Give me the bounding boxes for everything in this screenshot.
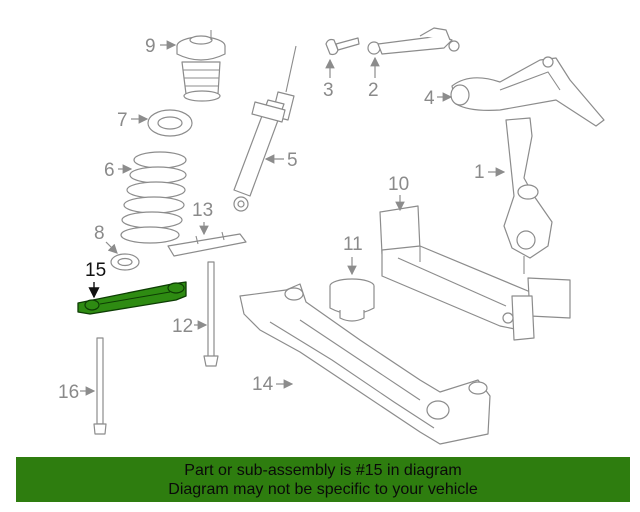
part-15-brace-highlighted: [77, 281, 187, 315]
part-2-upper-control-arm: [367, 27, 460, 55]
callout-13: 13: [192, 200, 213, 221]
callout-9: 9: [145, 36, 156, 57]
callout-5: 5: [287, 150, 298, 171]
banner-line-2: Diagram may not be specific to your vehi…: [168, 480, 478, 498]
callout-8: 8: [94, 223, 105, 244]
callout-14: 14: [252, 374, 274, 395]
part-7-insulator: [147, 109, 193, 137]
callout-7: 7: [117, 110, 128, 131]
part-6-coil-spring: [120, 151, 187, 244]
part-14-subframe: [239, 283, 491, 445]
banner-line-1: Part or sub-assembly is #15 in diagram: [184, 461, 462, 479]
callout-12: 12: [172, 316, 193, 337]
part-10-crossmember: [379, 205, 571, 341]
part-5-shock-absorber: [233, 45, 297, 212]
callout-15: 15: [85, 260, 106, 281]
part-12-long-bolt: [203, 261, 219, 367]
callout-4: 4: [424, 88, 435, 109]
callout-10: 10: [388, 174, 409, 195]
part-1-knuckle: [503, 117, 553, 274]
callout-6: 6: [104, 160, 115, 181]
part-11-bushing: [329, 278, 375, 322]
part-16-bolt: [93, 337, 107, 435]
callout-3: 3: [323, 80, 334, 101]
part-9-strut-mount: [176, 30, 226, 102]
part-3-bolt: [325, 37, 360, 56]
part-4-lower-control-arm: [450, 56, 605, 127]
part-8-lower-insulator: [110, 253, 140, 271]
parts-diagram: 9 7 6 8 5 3: [58, 27, 605, 445]
callout-11: 11: [343, 234, 363, 255]
part-13-bracket: [167, 231, 247, 257]
callout-1: 1: [474, 162, 485, 183]
info-banner: Part or sub-assembly is #15 in diagram D…: [16, 457, 630, 502]
callout-2: 2: [368, 80, 379, 101]
callout-16: 16: [58, 382, 79, 403]
